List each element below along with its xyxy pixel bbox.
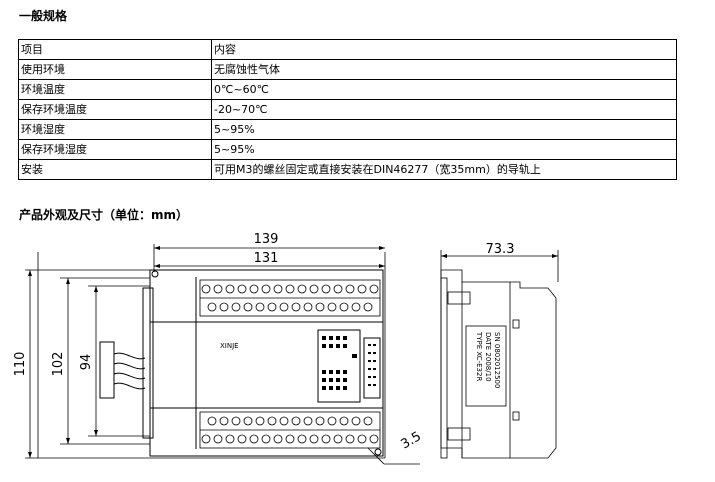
table-cell-item: 安装 bbox=[18, 159, 212, 180]
table-cell-content: 无腐蚀性气体 bbox=[211, 59, 677, 80]
side-label-type: TYPE XC-E32R bbox=[475, 331, 483, 381]
table-row: 安装可用M3的螺丝固定或直接安装在DIN46277（宽35mm）的导轨上 bbox=[18, 159, 677, 180]
dimension-drawing: 139 131 110 102 94 bbox=[13, 232, 559, 465]
table-cell-item: 环境湿度 bbox=[18, 119, 212, 140]
table-cell-item: 保存环境湿度 bbox=[18, 139, 212, 160]
dim-label-94: 94 bbox=[79, 354, 94, 371]
table-cell-item: 项目 bbox=[18, 39, 212, 60]
table-cell-content: 可用M3的螺丝固定或直接安装在DIN46277（宽35mm）的导轨上 bbox=[211, 159, 677, 180]
table-cell-content: -20~70℃ bbox=[211, 99, 677, 120]
dim-label-110: 110 bbox=[13, 352, 28, 377]
brand-logo-text: XINJE bbox=[220, 342, 239, 350]
table-cell-item: 环境温度 bbox=[18, 79, 212, 100]
dim-label-73-3: 73.3 bbox=[486, 242, 515, 257]
terminal-block-bottom bbox=[199, 411, 381, 449]
table-row: 保存环境温度-20~70℃ bbox=[18, 99, 677, 120]
table-row: 使用环境无腐蚀性气体 bbox=[18, 59, 677, 80]
table-cell-item: 使用环境 bbox=[18, 59, 212, 80]
section-title-general: 一般规格 bbox=[19, 9, 68, 23]
dim-label-131: 131 bbox=[254, 251, 279, 266]
section-title-dimensions: 产品外观及尺寸（单位：mm） bbox=[19, 208, 189, 222]
table-row: 项目内容 bbox=[18, 39, 677, 60]
table-cell-content: 5~95% bbox=[211, 119, 677, 140]
port-pins bbox=[368, 344, 376, 386]
table-cell-content: 内容 bbox=[211, 39, 677, 60]
dim-label-3-5: 3.5 bbox=[399, 429, 424, 452]
dim-line-3-5 bbox=[367, 447, 385, 465]
status-led-grid bbox=[322, 336, 357, 390]
table-cell-content: 0℃~60℃ bbox=[211, 79, 677, 100]
side-label-sn: SN 0802012500 bbox=[493, 332, 501, 388]
table-cell-item: 保存环境温度 bbox=[18, 99, 212, 120]
terminal-block-top bbox=[199, 279, 381, 317]
terminal-screws-bottom bbox=[201, 416, 379, 444]
dim-label-102: 102 bbox=[51, 352, 66, 377]
plc-front-view bbox=[99, 269, 384, 457]
mount-hole-icon bbox=[151, 270, 159, 278]
dim-label-139: 139 bbox=[254, 232, 279, 247]
terminal-screws-top bbox=[201, 284, 379, 312]
mount-hole-icon bbox=[374, 448, 382, 456]
table-cell-content: 5~95% bbox=[211, 139, 677, 160]
plc-side-view bbox=[440, 250, 559, 459]
side-label-date: DATE 2008/10 bbox=[484, 332, 492, 382]
